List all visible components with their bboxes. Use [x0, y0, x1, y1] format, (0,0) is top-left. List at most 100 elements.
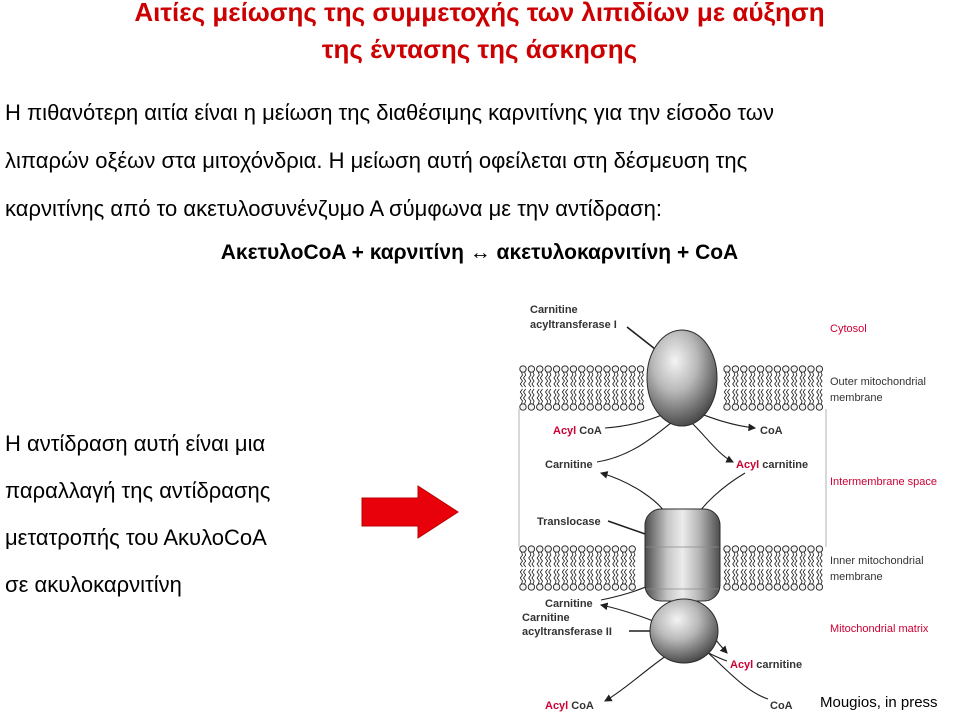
phospholipid-tail	[802, 568, 806, 585]
phospholipid-tail	[620, 388, 624, 405]
phospholipid	[620, 388, 628, 411]
phospholipid-head	[620, 545, 628, 553]
phospholipid-tail	[811, 551, 815, 568]
phospholipid-tail	[640, 388, 644, 405]
phospholipid-tail	[757, 388, 761, 405]
phospholipid-tail	[777, 568, 781, 585]
phospholipid-tail	[603, 551, 607, 568]
phospholipid-tail	[760, 388, 764, 405]
mitochondrial-matrix-label: Mitochondrial matrix	[830, 623, 929, 635]
phospholipid	[636, 388, 645, 411]
phospholipid	[798, 365, 807, 388]
phospholipid-head	[740, 545, 748, 553]
phospholipid-tail	[595, 388, 599, 405]
phospholipid-tail	[578, 551, 582, 568]
phospholipid-tail	[774, 371, 778, 388]
phospholipid	[628, 365, 636, 388]
phospholipid-head	[731, 583, 740, 591]
phospholipid	[798, 568, 807, 591]
phospholipid-tail	[740, 388, 744, 405]
phospholipid-tail	[637, 388, 641, 405]
phospholipid-tail	[607, 371, 611, 388]
phospholipid	[527, 388, 536, 411]
note-line: σε ακυλοκαρνιτίνη	[5, 572, 182, 597]
phospholipid-tail	[752, 371, 756, 388]
phospholipid	[594, 365, 603, 388]
phospholipid-head	[536, 545, 544, 553]
phospholipid-tail	[607, 388, 611, 405]
phospholipid	[748, 365, 756, 388]
phospholipid-tail	[774, 388, 778, 405]
phospholipid	[731, 365, 740, 388]
phospholipid	[748, 388, 756, 411]
phospholipid	[544, 545, 552, 568]
phospholipid-tail	[587, 371, 591, 388]
phospholipid-head	[756, 545, 765, 553]
phospholipid-tail	[581, 388, 585, 405]
phospholipid-tail	[620, 371, 624, 388]
phospholipid-tail	[590, 388, 594, 405]
phospholipid-head	[756, 403, 765, 411]
phospholipid-tail	[632, 371, 636, 388]
phospholipid-tail	[556, 371, 560, 388]
phospholipid	[519, 365, 527, 388]
phospholipid-tail	[598, 388, 602, 405]
phospholipid-head	[569, 365, 578, 373]
phospholipid	[519, 568, 527, 591]
phospholipid-head	[603, 583, 611, 591]
phospholipid-tail	[519, 568, 523, 585]
translocase-label: Translocase	[537, 516, 601, 528]
phospholipid-tail	[807, 388, 811, 405]
phospholipid-head	[628, 545, 636, 553]
phospholipid	[536, 545, 544, 568]
phospholipid-tail	[816, 568, 820, 585]
phospholipid-head	[519, 365, 527, 373]
phospholipid-head	[611, 583, 620, 591]
phospholipid-tail	[629, 551, 633, 568]
phospholipid-tail	[819, 568, 823, 585]
phospholipid	[594, 568, 603, 591]
phospholipid-head	[594, 403, 603, 411]
phospholipid-head	[620, 365, 628, 373]
phospholipid-head	[569, 545, 578, 553]
phospholipid-tail	[765, 568, 769, 585]
phospholipid-head	[611, 365, 620, 373]
carnitine-part: carnitine	[762, 459, 808, 471]
phospholipid-tail	[769, 388, 773, 405]
phospholipid-head	[782, 583, 790, 591]
phospholipid-head	[782, 403, 790, 411]
phospholipid-head	[765, 365, 773, 373]
phospholipid	[569, 545, 578, 568]
figure-credit: Mougios, in press	[820, 694, 938, 711]
phospholipid-tail	[528, 388, 532, 405]
phospholipid-tail	[749, 551, 753, 568]
phospholipid-tail	[581, 371, 585, 388]
phospholipid-head	[790, 545, 798, 553]
phospholipid	[773, 365, 782, 388]
phospholipid-head	[748, 365, 756, 373]
phospholipid-head	[765, 583, 773, 591]
phospholipid-head	[527, 545, 536, 553]
phospholipid	[536, 568, 544, 591]
phospholipid	[544, 568, 552, 591]
phospholipid-head	[603, 545, 611, 553]
phospholipid-tail	[816, 371, 820, 388]
phospholipid-tail	[777, 551, 781, 568]
intermembrane-space-label: Intermembrane space	[830, 476, 937, 488]
phospholipid-tail	[749, 388, 753, 405]
phospholipid-head	[519, 545, 527, 553]
phospholipid-tail	[785, 551, 789, 568]
phospholipid-head	[536, 583, 544, 591]
phospholipid	[519, 388, 527, 411]
phospholipid-head	[578, 403, 586, 411]
phospholipid-tail	[769, 371, 773, 388]
phospholipid	[815, 388, 824, 411]
phospholipid-head	[578, 545, 586, 553]
phospholipid	[790, 545, 798, 568]
phospholipid	[790, 568, 798, 591]
phospholipid-tail	[791, 568, 795, 585]
phospholipid-tail	[777, 371, 781, 388]
phospholipid	[569, 568, 578, 591]
